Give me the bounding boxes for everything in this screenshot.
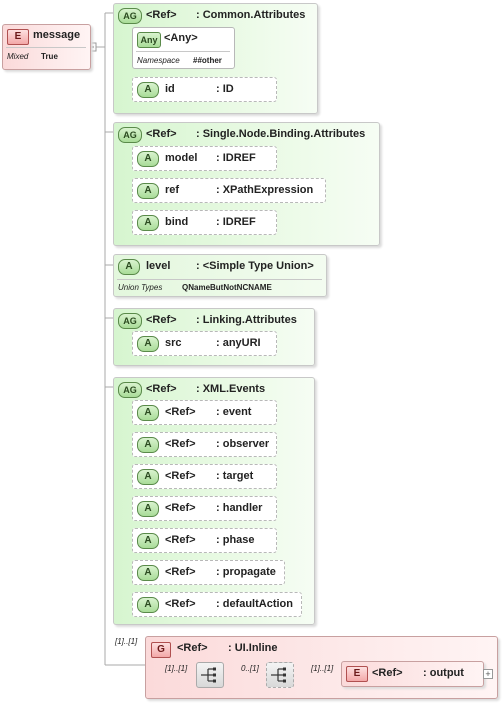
namespace-value: ##other <box>193 56 222 65</box>
mixed-value: True <box>41 52 58 61</box>
attribute-name: <Ref> <box>165 566 196 578</box>
group-ref: <Ref> <box>146 128 177 140</box>
inline-occurrence: [1]..[1] <box>115 637 138 646</box>
divider <box>117 279 322 280</box>
attribute-type: : ID <box>216 83 234 95</box>
attribute-name: id <box>165 83 175 95</box>
sequence-occurrence: [1]..[1] <box>165 664 188 673</box>
any-icon: Any <box>137 32 161 48</box>
attribute-type: : defaultAction <box>216 598 293 610</box>
group-name: : Common.Attributes <box>196 9 306 21</box>
mixed-label: Mixed <box>7 52 29 61</box>
attribute-name: src <box>165 337 182 349</box>
element-icon: E <box>346 666 368 682</box>
attribute-group-icon: AG <box>118 313 142 329</box>
union-types-label: Union Types <box>118 283 163 292</box>
attribute-icon: A <box>137 215 159 231</box>
attribute-icon: A <box>137 405 159 421</box>
attribute-observer[interactable]: A <Ref> : observer <box>132 432 277 457</box>
attribute-icon: A <box>137 183 159 199</box>
union-types-value: QNameButNotNCNAME <box>182 283 272 292</box>
attribute-model[interactable]: A model : IDREF <box>132 146 277 171</box>
attribute-icon: A <box>118 259 140 275</box>
attribute-name: model <box>165 152 198 164</box>
attribute-bind[interactable]: A bind : IDREF <box>132 210 277 235</box>
sequence-compositor-icon[interactable] <box>196 662 224 688</box>
attribute-group-icon: AG <box>118 127 142 143</box>
attribute-name: level <box>146 260 171 272</box>
attribute-icon: A <box>137 597 159 613</box>
attribute-type: : phase <box>216 534 255 546</box>
attribute-type: : event <box>216 406 252 418</box>
attribute-name: <Ref> <box>165 406 196 418</box>
attribute-icon: A <box>137 336 159 352</box>
output-occurrence: [1]..[1] <box>311 664 334 673</box>
attribute-phase[interactable]: A <Ref> : phase <box>132 528 277 553</box>
attribute-icon: A <box>137 82 159 98</box>
attribute-name: <Ref> <box>165 534 196 546</box>
attribute-type: : anyURI <box>216 337 261 349</box>
attribute-target[interactable]: A <Ref> : target <box>132 464 277 489</box>
attribute-id[interactable]: A id : ID <box>132 77 277 102</box>
element-output[interactable]: E <Ref> : output <box>341 661 484 687</box>
attribute-ref[interactable]: A ref : XPathExpression <box>132 178 326 203</box>
group-ref: <Ref> <box>146 383 177 395</box>
attribute-type: : observer <box>216 438 270 450</box>
group-ref: <Ref> <box>177 642 208 654</box>
choice-glyph <box>271 667 286 683</box>
attribute-defaultaction[interactable]: A <Ref> : defaultAction <box>132 592 302 617</box>
attribute-icon: A <box>137 151 159 167</box>
choice-compositor-icon[interactable] <box>266 662 294 688</box>
any-name: <Any> <box>164 32 198 44</box>
attribute-type: : handler <box>216 502 263 514</box>
group-name: : Single.Node.Binding.Attributes <box>196 128 366 140</box>
expand-button[interactable]: + <box>483 669 493 679</box>
element-name: message <box>33 29 81 41</box>
namespace-label: Namespace <box>137 56 180 65</box>
element-ref: <Ref> <box>372 667 403 679</box>
attribute-group-icon: AG <box>118 8 142 24</box>
attribute-handler[interactable]: A <Ref> : handler <box>132 496 277 521</box>
group-name: : XML.Events <box>196 383 266 395</box>
attribute-type: : <Simple Type Union> <box>196 260 314 272</box>
group-icon: G <box>151 642 171 658</box>
any-attribute[interactable]: Any <Any> Namespace ##other <box>132 27 235 69</box>
attribute-icon: A <box>137 501 159 517</box>
element-message[interactable]: E message Mixed True <box>2 24 91 70</box>
element-name: : output <box>423 667 464 679</box>
attribute-type: : target <box>216 470 254 482</box>
attribute-icon: A <box>137 565 159 581</box>
sequence-glyph <box>201 667 216 683</box>
attribute-icon: A <box>137 437 159 453</box>
element-icon: E <box>7 29 29 45</box>
attribute-type: : IDREF <box>216 216 256 228</box>
attribute-name: <Ref> <box>165 470 196 482</box>
attribute-name: ref <box>165 184 180 196</box>
choice-occurrence: 0..[1] <box>241 664 259 673</box>
attribute-type: : XPathExpression <box>216 184 314 196</box>
attribute-group-icon: AG <box>118 382 142 398</box>
attribute-icon: A <box>137 533 159 549</box>
attribute-icon: A <box>137 469 159 485</box>
attribute-name: <Ref> <box>165 502 196 514</box>
group-name: : Linking.Attributes <box>196 314 297 326</box>
attribute-event[interactable]: A <Ref> : event <box>132 400 277 425</box>
attribute-type: : IDREF <box>216 152 256 164</box>
divider <box>6 47 86 48</box>
attribute-name: bind <box>165 216 189 228</box>
attribute-type: : propagate <box>216 566 276 578</box>
attribute-src[interactable]: A src : anyURI <box>132 331 277 356</box>
group-ref: <Ref> <box>146 314 177 326</box>
attribute-level[interactable]: A level : <Simple Type Union> Union Type… <box>113 254 327 297</box>
attribute-propagate[interactable]: A <Ref> : propagate <box>132 560 285 585</box>
attribute-name: <Ref> <box>165 598 196 610</box>
attribute-name: <Ref> <box>165 438 196 450</box>
group-name: : UI.Inline <box>228 642 278 654</box>
group-ref: <Ref> <box>146 9 177 21</box>
divider <box>136 51 230 52</box>
